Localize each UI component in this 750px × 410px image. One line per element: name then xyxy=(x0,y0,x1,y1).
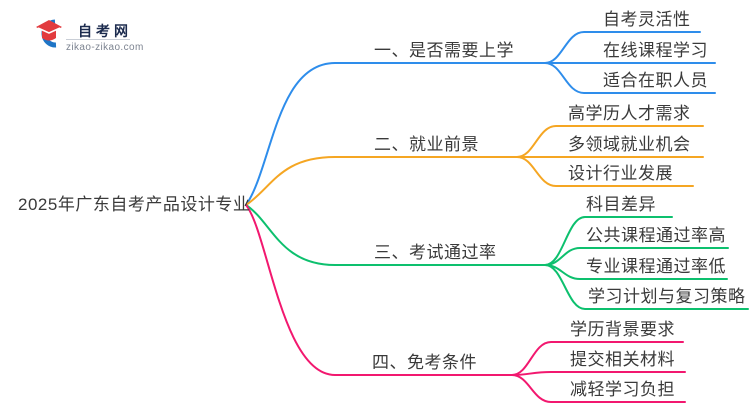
branch-4-child-3-label: 减轻学习负担 xyxy=(570,380,675,399)
branch-2-child-1-label: 高学历人才需求 xyxy=(568,104,691,123)
branch-4-label: 四、免考条件 xyxy=(372,353,477,372)
branch-4-child-1-label: 学历背景要求 xyxy=(570,320,675,339)
branch-4-child-2-label: 提交相关材料 xyxy=(570,350,675,369)
branch-2-child-3-label: 设计行业发展 xyxy=(568,164,673,183)
branch-1-child-3-label: 适合在职人员 xyxy=(603,71,708,90)
brand-name: 自考网 xyxy=(78,23,132,39)
branch-3-child-4-label: 学习计划与复习策略 xyxy=(588,287,746,306)
site-logo: 自考网 zikao-zikao.com xyxy=(34,15,164,55)
branch-2-connectors xyxy=(245,125,704,206)
branch-4-connectors xyxy=(245,204,686,403)
branch-2-child-2-label: 多领域就业机会 xyxy=(568,135,691,154)
branch-1-connectors xyxy=(245,31,716,206)
branch-3-child-1-label: 科目差异 xyxy=(586,195,656,214)
graduation-cap-logo-icon xyxy=(36,19,62,48)
root-node-label: 2025年广东自考产品设计专业 xyxy=(18,195,251,214)
brand-divider xyxy=(66,39,130,40)
branch-3-child-2-label: 公共课程通过率高 xyxy=(586,226,726,245)
branch-3-label: 三、考试通过率 xyxy=(374,243,497,262)
branch-1-label: 一、是否需要上学 xyxy=(374,41,514,60)
branch-1-child-1-label: 自考灵活性 xyxy=(603,10,691,29)
branch-2-label: 二、就业前景 xyxy=(374,135,479,154)
branch-3-connectors xyxy=(245,204,749,310)
branch-1-child-2-label: 在线课程学习 xyxy=(603,41,708,60)
brand-domain: zikao-zikao.com xyxy=(66,42,144,53)
logo-cap-shape xyxy=(36,20,62,41)
branch-3-child-3-label: 专业课程通过率低 xyxy=(586,257,726,276)
